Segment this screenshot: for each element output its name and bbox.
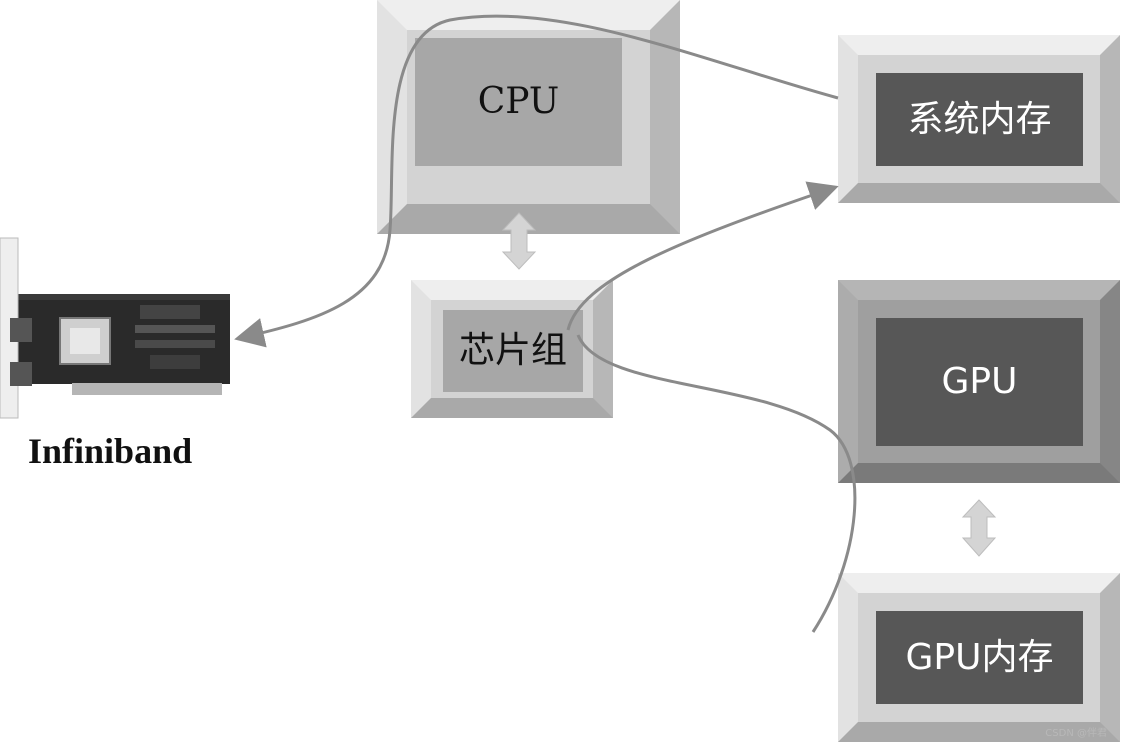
- gpu-gpumemory-double-arrow-icon: [961, 499, 997, 557]
- gpu-memory-label: GPU内存: [905, 636, 1054, 678]
- cpu-label: CPU: [477, 81, 560, 122]
- chipset-label: 芯片组: [458, 330, 567, 371]
- gpu-label: GPU: [941, 361, 1018, 402]
- watermark: CSDN @伴君: [1045, 728, 1107, 739]
- chipset-to-gpu-curve: [576, 334, 857, 633]
- infiniband-card-image: [0, 237, 230, 419]
- cpu-chipset-double-arrow-icon: [501, 212, 537, 270]
- system-memory-label: 系统内存: [907, 98, 1052, 140]
- memory-to-infiniband-curve: [234, 14, 839, 348]
- gpu-memory-node: GPU内存: [876, 611, 1083, 704]
- system-memory-node: 系统内存: [876, 73, 1083, 166]
- cpu-node: CPU: [415, 38, 622, 166]
- chipset-node: 芯片组: [443, 310, 583, 392]
- chipset-to-memory-curve: [566, 181, 839, 331]
- gpu-node: GPU: [876, 318, 1083, 446]
- infiniband-label: Infiniband: [28, 431, 193, 471]
